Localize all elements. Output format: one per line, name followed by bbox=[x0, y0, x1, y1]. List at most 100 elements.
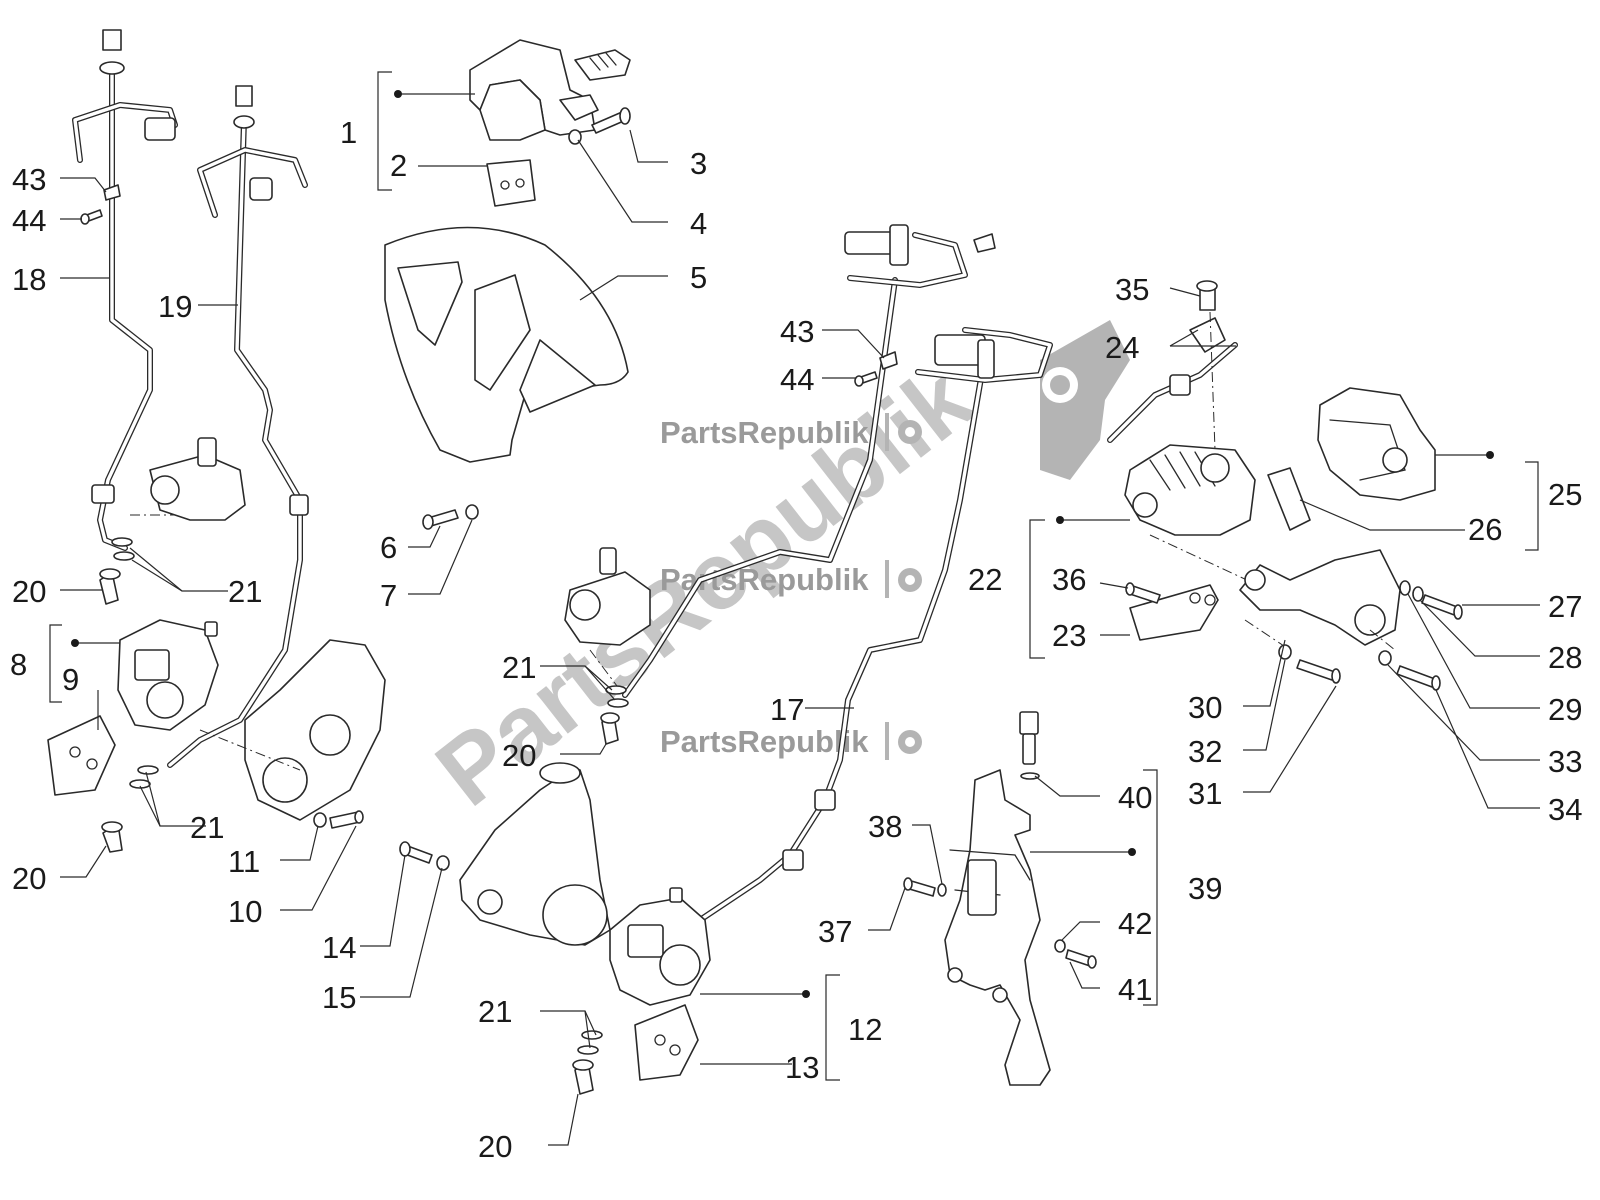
banjo-bolt-35 bbox=[1196, 280, 1218, 451]
screw-41 bbox=[1065, 949, 1097, 969]
screw-6 bbox=[422, 509, 459, 530]
callout-9: 9 bbox=[62, 662, 79, 697]
callout-29: 29 bbox=[1548, 692, 1582, 727]
callout-36: 36 bbox=[1052, 562, 1086, 597]
callout-22: 22 bbox=[968, 562, 1002, 597]
gear-icon bbox=[885, 413, 922, 451]
callout-24: 24 bbox=[1105, 330, 1139, 365]
bracket-30 bbox=[1239, 549, 1401, 651]
svg-text:PartsRepublik: PartsRepublik bbox=[660, 724, 869, 759]
callout-32: 32 bbox=[1188, 734, 1222, 769]
washer-28 bbox=[1412, 586, 1424, 602]
callout-numbers: 1 2 3 4 5 6 7 8 9 10 11 12 13 14 15 17 1… bbox=[10, 115, 1582, 1164]
callout-17: 17 bbox=[770, 692, 804, 727]
svg-text:PartsRepublik: PartsRepublik bbox=[660, 415, 869, 450]
callout-19: 19 bbox=[158, 289, 192, 324]
screw-44-right bbox=[854, 371, 878, 387]
callout-41: 41 bbox=[1118, 972, 1152, 1007]
callout-6: 6 bbox=[380, 530, 397, 565]
callout-21c: 21 bbox=[502, 650, 536, 685]
callout-18: 18 bbox=[12, 262, 46, 297]
brake-hose-19 bbox=[167, 85, 309, 768]
callout-11: 11 bbox=[228, 844, 260, 879]
callout-35: 35 bbox=[1115, 272, 1149, 307]
fork-bracket-left bbox=[199, 639, 386, 821]
washer-38 bbox=[937, 883, 947, 897]
master-cylinder-center bbox=[564, 547, 651, 691]
screw-10 bbox=[329, 810, 364, 829]
callout-3: 3 bbox=[690, 146, 707, 181]
callout-1: 1 bbox=[340, 115, 357, 150]
washer-34 bbox=[1378, 650, 1392, 666]
watermark-line-3: PartsRepublik bbox=[660, 722, 922, 760]
brake-hose-18 bbox=[72, 29, 178, 551]
callout-34: 34 bbox=[1548, 792, 1582, 827]
callout-23: 23 bbox=[1052, 618, 1086, 653]
callout-31: 31 bbox=[1188, 776, 1222, 811]
callout-5: 5 bbox=[690, 260, 707, 295]
brake-pad-23 bbox=[1129, 584, 1219, 641]
callout-30: 30 bbox=[1188, 690, 1222, 725]
fork-bracket-center bbox=[459, 762, 611, 946]
callout-20b: 20 bbox=[12, 861, 46, 896]
callout-21a: 21 bbox=[228, 574, 262, 609]
callout-21d: 21 bbox=[478, 994, 512, 1029]
caliper-25 bbox=[1317, 387, 1436, 501]
brake-pad-26 bbox=[1267, 467, 1311, 531]
master-cylinder-left bbox=[130, 437, 246, 521]
screw-31 bbox=[1296, 659, 1341, 684]
watermark-line-1: PartsRepublik bbox=[660, 413, 922, 451]
callout-4: 4 bbox=[690, 206, 707, 241]
callout-26: 26 bbox=[1468, 512, 1502, 547]
callout-15: 15 bbox=[322, 980, 356, 1015]
callout-37: 37 bbox=[818, 914, 852, 949]
banjo-bolt-20-c bbox=[600, 712, 620, 745]
washer-15 bbox=[436, 855, 450, 871]
caliper-12 bbox=[609, 887, 711, 1006]
bullet-dots bbox=[71, 90, 1494, 998]
banjo-bolt-20-b bbox=[101, 821, 123, 853]
callout-13: 13 bbox=[785, 1050, 819, 1085]
washer-11 bbox=[313, 812, 327, 828]
clip-43-right bbox=[879, 351, 898, 370]
screw-14 bbox=[399, 841, 433, 864]
callout-20d: 20 bbox=[478, 1129, 512, 1164]
leader-lines bbox=[49, 71, 1540, 1146]
callout-25: 25 bbox=[1548, 477, 1582, 512]
banjo-bolt-20-d bbox=[572, 1059, 594, 1095]
pedal-39 bbox=[944, 769, 1051, 1086]
callout-20c: 20 bbox=[502, 738, 536, 773]
callout-27: 27 bbox=[1548, 589, 1582, 624]
banjo-bolt-20-a bbox=[99, 568, 121, 605]
washer-21-a bbox=[111, 537, 135, 561]
callout-39: 39 bbox=[1188, 871, 1222, 906]
callout-12: 12 bbox=[848, 1012, 882, 1047]
caliper-8 bbox=[117, 619, 219, 731]
gear-icon bbox=[885, 560, 922, 598]
callout-14: 14 bbox=[322, 930, 356, 965]
callout-43a: 43 bbox=[12, 162, 46, 197]
callout-33: 33 bbox=[1548, 744, 1582, 779]
callout-8: 8 bbox=[10, 647, 27, 682]
caliper-1 bbox=[469, 39, 631, 141]
washer-29 bbox=[1399, 580, 1411, 596]
callout-44b: 44 bbox=[780, 362, 814, 397]
callout-38: 38 bbox=[868, 809, 902, 844]
screw-27 bbox=[1421, 594, 1463, 620]
screw-36 bbox=[1125, 582, 1161, 604]
callout-42: 42 bbox=[1118, 906, 1152, 941]
washer-21-d bbox=[577, 1030, 603, 1055]
brake-hose-16 bbox=[622, 224, 996, 698]
callout-20a: 20 bbox=[12, 574, 46, 609]
brake-hose-24 bbox=[1107, 317, 1238, 443]
brake-pad-13 bbox=[634, 1004, 699, 1081]
callout-43b: 43 bbox=[780, 314, 814, 349]
gear-icon bbox=[885, 722, 922, 760]
screw-33 bbox=[1396, 665, 1441, 691]
watermark-line-2: PartsRepublik bbox=[660, 560, 922, 598]
disc-guard-5 bbox=[384, 226, 629, 463]
callout-44a: 44 bbox=[12, 203, 46, 238]
brake-pad-9 bbox=[47, 715, 116, 796]
switch-40 bbox=[1019, 711, 1040, 780]
